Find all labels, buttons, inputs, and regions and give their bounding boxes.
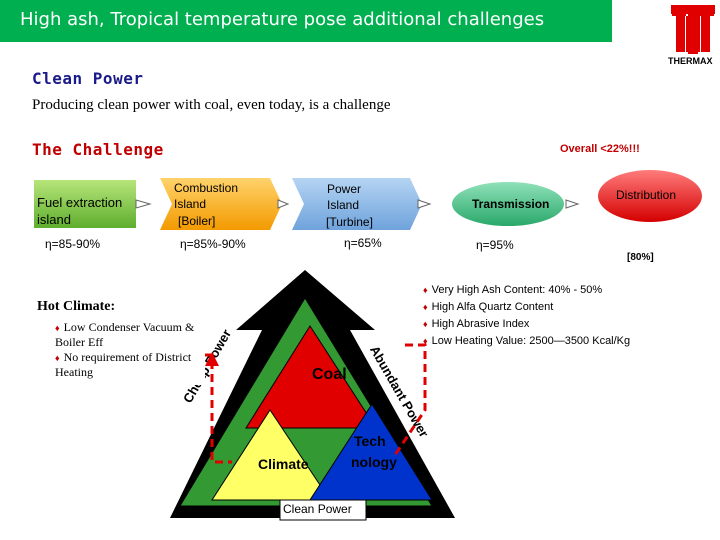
fuel-island-shape	[34, 180, 136, 228]
hot-climate-box	[32, 295, 205, 385]
transmission-efficiency: η=95%	[476, 238, 514, 252]
climate-label: Climate	[258, 456, 309, 472]
climate-triangle	[211, 409, 331, 501]
distribution-shape	[598, 170, 702, 222]
fuel-efficiency: η=85-90%	[45, 237, 101, 251]
page-title: High ash, Tropical temperature pose addi…	[20, 9, 545, 30]
coal-bullet: ♦High Alfa Quartz Content	[423, 301, 554, 313]
combustion-island-shape	[160, 178, 282, 230]
combustion-label-3: [Boiler]	[178, 214, 216, 228]
technology-label-1: Tech	[354, 433, 386, 449]
coal-bullet: ♦High Abrasive Index	[423, 318, 530, 330]
coal-bullet: ♦Low Heating Value: 2500—3500 Kcal/Kg	[423, 335, 631, 347]
power-label-1: Power	[327, 182, 362, 196]
power-label-3: [Turbine]	[326, 215, 373, 229]
combustion-efficiency: η=85%-90%	[180, 237, 246, 251]
diamond-bullet-icon: ♦	[55, 353, 60, 363]
power-efficiency: η=65%	[344, 236, 382, 250]
coal-label: Coal	[312, 366, 347, 383]
hot-climate-item: ♦Low Condenser Vacuum & Boiler Eff	[55, 320, 195, 349]
technology-triangle	[309, 403, 433, 501]
hot-climate-item: ♦No requirement of District Heating	[55, 350, 192, 379]
diamond-bullet-icon: ♦	[423, 302, 428, 312]
clean-power-triangle	[170, 270, 455, 521]
distribution-efficiency: [80%]	[627, 252, 654, 263]
tagline: Producing clean power with coal, even to…	[32, 97, 391, 113]
diamond-bullet-icon: ♦	[55, 323, 60, 333]
technology-label-2: nology	[351, 454, 397, 470]
clean-power-label: Clean Power	[283, 502, 352, 516]
logo-text: THERMAX	[668, 56, 713, 66]
distribution-label: Distribution	[616, 188, 677, 202]
transmission-label: Transmission	[472, 197, 550, 211]
fuel-island-label: Fuel extraction island	[37, 195, 123, 227]
hot-climate-title: Hot Climate:	[37, 299, 116, 314]
title-bar	[0, 0, 612, 42]
coal-bullet: ♦Very High Ash Content: 40% - 50%	[423, 284, 603, 296]
overall-efficiency: Overall <22%!!!	[560, 143, 640, 155]
power-island-shape	[292, 178, 422, 230]
coal-triangle	[245, 325, 377, 429]
combustion-label-1: Combustion	[174, 181, 239, 195]
combustion-label-2: Island	[174, 197, 207, 211]
challenge-heading: The Challenge	[32, 140, 164, 159]
clean-power-box	[279, 499, 367, 521]
diamond-bullet-icon: ♦	[423, 285, 428, 295]
subtitle: Clean Power	[32, 69, 144, 88]
thermax-logo	[671, 5, 715, 54]
power-chain-diagram	[34, 170, 702, 230]
diamond-bullet-icon: ♦	[423, 336, 428, 346]
diamond-bullet-icon: ♦	[423, 319, 428, 329]
transmission-shape	[452, 182, 564, 226]
power-label-2: Island	[327, 198, 360, 212]
